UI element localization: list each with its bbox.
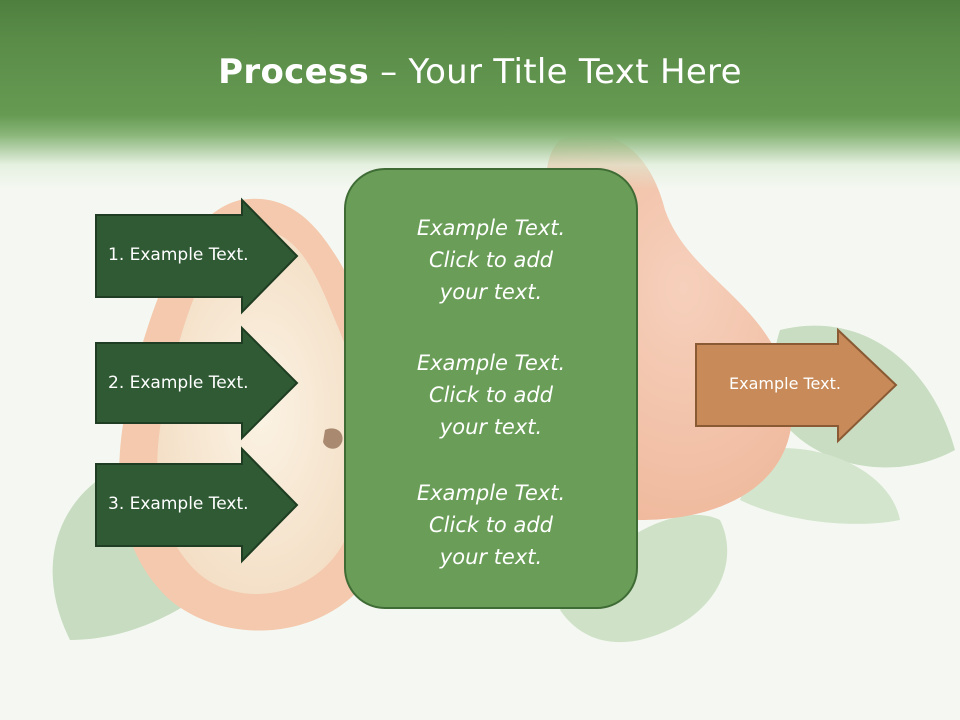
center-p1-line3: your text. — [439, 280, 543, 304]
center-p1-line2: Click to add — [428, 248, 553, 272]
center-p2-line1: Example Text. — [416, 351, 566, 375]
output-label: Example Text. — [729, 374, 841, 393]
page-title[interactable]: Process – Your Title Text Here — [0, 52, 960, 92]
leaf-right-lower — [740, 448, 900, 524]
step-2-arrow[interactable] — [95, 325, 299, 441]
center-p3-line1: Example Text. — [416, 481, 566, 505]
pear-seed — [323, 428, 343, 449]
center-p3-line2: Click to add — [428, 513, 553, 537]
step-3-arrow[interactable] — [95, 446, 299, 564]
center-paragraph-1[interactable]: Example Text. Click to add your text. — [345, 212, 637, 308]
header-bar — [0, 0, 960, 190]
center-paragraph-2[interactable]: Example Text. Click to add your text. — [345, 347, 637, 443]
output-arrow[interactable] — [695, 327, 898, 444]
center-p2-line2: Click to add — [428, 383, 553, 407]
center-p2-line3: your text. — [439, 415, 543, 439]
center-paragraph-3[interactable]: Example Text. Click to add your text. — [345, 477, 637, 573]
center-p1-line1: Example Text. — [416, 216, 566, 240]
center-box[interactable] — [344, 168, 638, 609]
title-bold-part: Process — [218, 52, 370, 92]
leaf-bottom-middle — [560, 514, 728, 643]
step-3-label: 3. Example Text. — [108, 494, 249, 514]
step-2-label: 2. Example Text. — [108, 373, 249, 393]
step-1-arrow[interactable] — [95, 197, 299, 315]
step-1-label: 1. Example Text. — [108, 245, 249, 265]
title-rest-part: – Your Title Text Here — [369, 52, 742, 92]
center-p3-line3: your text. — [439, 545, 543, 569]
